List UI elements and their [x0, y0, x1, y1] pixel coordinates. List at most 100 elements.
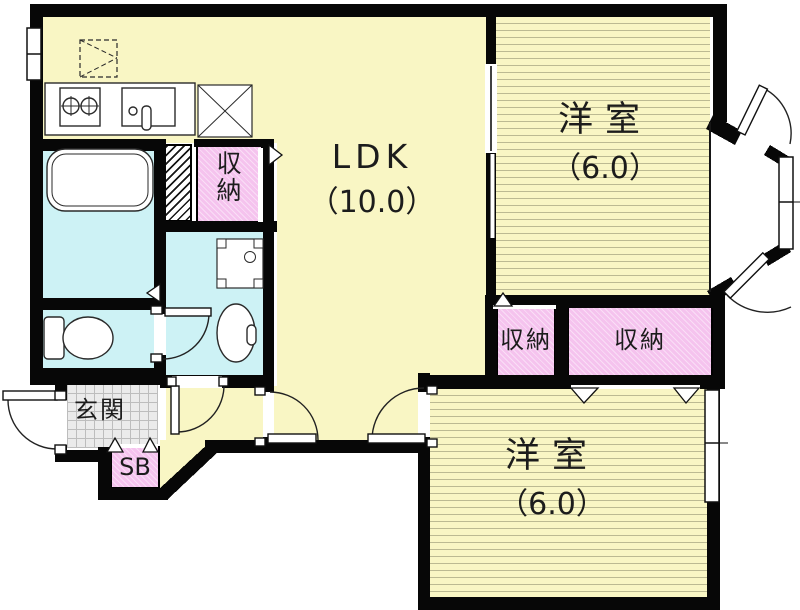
shoe-box [110, 446, 160, 489]
door-leaves [2, 84, 771, 455]
sanitary-fixtures [43, 148, 264, 363]
shoe-box-label: SB [119, 453, 151, 481]
wall-bottom [418, 597, 720, 610]
bathtub-inner [51, 153, 149, 207]
washroom-door-hinge-pads [218, 376, 229, 387]
wall-bedroom-top-right [713, 4, 727, 122]
toilet-door-hinge-pads [150, 305, 163, 315]
wall-left [30, 4, 43, 372]
bedroom-bottom-size-label: （6.0） [498, 487, 606, 522]
washroom-door-hinge-pads [166, 376, 177, 387]
bay-casement-bottom-leaf [722, 251, 771, 300]
washer-space-cross [197, 84, 253, 138]
wall-bay-jamb-4 [707, 277, 738, 302]
closet-mid-right-door-marker [672, 387, 701, 405]
washing-machine-pan-corner [253, 278, 264, 289]
washing-machine-pan-corner [216, 278, 227, 289]
bedroom-door-hinge-pads [426, 385, 438, 395]
closet-mid-right [567, 306, 713, 377]
toilet-door-hinge-pads [150, 353, 163, 363]
ldk-bedroom-door-arc [371, 387, 425, 441]
ldk-bedroom-door-leaf [367, 433, 426, 444]
bedroom-top-size-label: （6.0） [551, 151, 659, 186]
hall-ldk-door-opening [263, 392, 274, 437]
windows [26, 27, 800, 503]
bay-casement-top-leaf [736, 84, 769, 136]
closet-mid-right-door-marker [569, 387, 600, 404]
entrance-tile-floor [67, 385, 158, 448]
washing-machine-pan-corner [253, 238, 264, 249]
wall-closet-divider [555, 301, 568, 389]
refrigerator-space [79, 39, 118, 78]
kitchen-fixtures [44, 39, 253, 138]
front-door-arc [7, 399, 58, 450]
closet-top-left-label-text: 収納 [216, 149, 242, 205]
toilet-door-arc [162, 312, 210, 360]
bathroom-door-marker [145, 282, 161, 304]
sink-drain [128, 106, 138, 116]
room-ldk-floor-south [277, 371, 418, 441]
entrance-label: 玄関 [74, 396, 126, 424]
hall-door-hinge-pads [254, 437, 266, 447]
washroom-door-opening [172, 376, 222, 388]
refrigerator-space-diagonal [79, 39, 118, 59]
wall-top [30, 4, 727, 17]
door-triangles [105, 143, 701, 453]
wall-entrance-bottom [55, 450, 110, 462]
closet-mid-right-track [571, 385, 700, 389]
wall-closet-west [485, 295, 497, 389]
ldk-size-label: （10.0） [308, 185, 436, 220]
closet-mid-left-track [493, 305, 556, 309]
front-door-leaf [2, 390, 58, 401]
wall-toilet-bottom [30, 368, 166, 385]
closet-top-left [196, 144, 263, 224]
wall-bay-jamb-1 [706, 115, 742, 145]
washroom-door-leaf [170, 385, 180, 435]
closet-mid-right-label: 収納 [614, 326, 666, 354]
front-door-hinge-pads [54, 444, 67, 455]
refrigerator-space-diagonal [79, 57, 118, 78]
shoe-box-track [112, 444, 158, 448]
closet-mid-left-door-marker [492, 291, 514, 307]
hall-ldk-door-leaf [267, 433, 317, 444]
shoe-box-door-marker [105, 436, 125, 453]
toilet-bowl [62, 316, 114, 360]
wall-bath-toilet [30, 298, 154, 310]
bay-center-window [778, 156, 794, 250]
washbasin-faucet [246, 324, 257, 346]
closet-top-left-door-marker [268, 143, 284, 167]
bedroom-bottom-label: 洋室 [504, 436, 599, 476]
closet-mid-left [496, 306, 556, 377]
ldk-label: LDK [331, 137, 413, 176]
wall-diagonal [158, 442, 219, 500]
hall-ldk-door-arc [269, 391, 319, 441]
closet-top-left-track [258, 148, 263, 222]
closet-top-left-label: 収納 [197, 150, 261, 204]
front-door-hinge-pads [54, 390, 67, 401]
front-door-opening [55, 400, 67, 445]
washing-machine-drain [244, 251, 256, 263]
washing-machine-pan-corner [216, 238, 227, 249]
door-arcs [7, 87, 792, 450]
room-ldk-floor [277, 143, 486, 375]
wall-shoebox-left [98, 447, 111, 500]
ldk-bedroom-door-opening [418, 392, 430, 437]
bedroom-door-hinge-pads [426, 438, 438, 448]
room-bedroom-bottom-floor [430, 389, 707, 597]
shoe-box-door-marker [141, 436, 160, 453]
washroom-door-arc [176, 382, 225, 433]
wall-kitchen-bottom [30, 139, 166, 151]
hall-door-hinge-pads [254, 386, 266, 396]
bay-casement-bottom-arc [726, 294, 792, 313]
wall-closet-top-edge [194, 139, 274, 147]
wall-shoebox-bottom [98, 488, 168, 500]
toilet-door-leaf [164, 307, 212, 317]
closet-mid-left-label: 収納 [500, 326, 552, 354]
toilet-tank [43, 316, 65, 360]
bay-casement-top-arc [762, 87, 792, 145]
bedroom-bottom-window [704, 389, 720, 503]
toilet-door-opening [154, 314, 166, 355]
wall-ldk-west [263, 143, 274, 453]
